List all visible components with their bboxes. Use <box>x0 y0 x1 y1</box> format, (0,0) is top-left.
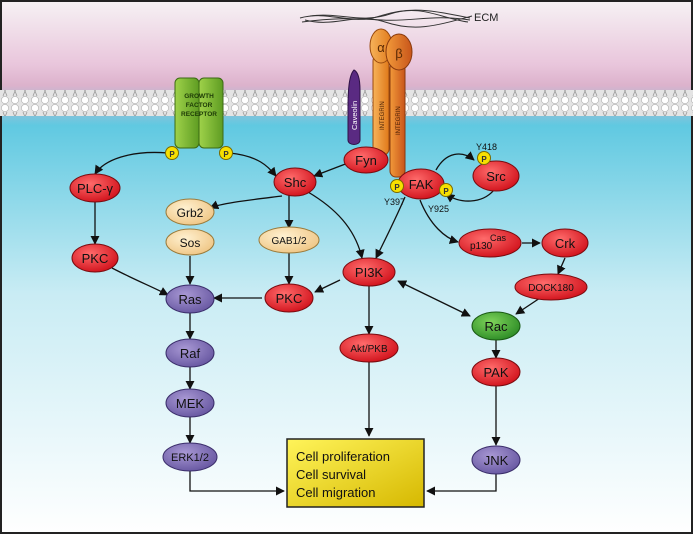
caveolin-label: Caveolin <box>350 101 359 130</box>
node-pi3k-label: PI3K <box>355 265 384 280</box>
arrow-dock-rac <box>515 297 541 315</box>
growth-factor-receptor: GROWTH FACTOR RECEPTOR <box>174 77 224 149</box>
cell-membrane <box>0 90 693 116</box>
outcome-box: Cell proliferation Cell survival Cell mi… <box>286 438 425 508</box>
arrow-pi3k-pkc <box>314 279 341 293</box>
label-y925: Y925 <box>428 204 449 214</box>
node-akt-label: Akt/PKB <box>350 344 388 355</box>
node-shc: Shc <box>273 167 317 197</box>
node-pak: PAK <box>471 357 521 387</box>
node-crk: Crk <box>541 228 589 258</box>
arrow-receptor-plcg <box>94 151 169 175</box>
label-y418: Y418 <box>476 142 497 152</box>
node-p130-label: p130 <box>470 241 493 252</box>
arrow-fyn-shc <box>313 162 349 178</box>
node-ras-label: Ras <box>178 292 202 307</box>
node-fak-label: FAK <box>409 177 434 192</box>
node-jnk: JNK <box>471 445 521 475</box>
integrin: α β INTEGRIN INTEGRIN <box>369 28 413 178</box>
node-pkc-left: PKC <box>71 243 119 273</box>
node-rac-label: Rac <box>484 319 508 334</box>
phospho-receptor-left: P <box>169 150 175 159</box>
node-akt: Akt/PKB <box>339 333 399 363</box>
arrow-erk-outcome <box>189 470 285 496</box>
arrow-jnk-outcome <box>426 474 497 496</box>
arrow-pi3k-rac <box>397 280 471 317</box>
node-raf: Raf <box>165 338 215 368</box>
caveolin: Caveolin <box>347 69 361 145</box>
arrow-src-fak <box>445 189 495 203</box>
arrow-receptor-shc <box>229 152 277 177</box>
node-ras: Ras <box>165 284 215 314</box>
node-dock-label: DOCK180 <box>528 283 574 294</box>
arrow-shc-pi3k <box>307 191 365 259</box>
gfr-label-2: FACTOR <box>186 102 213 109</box>
node-grb2: Grb2 <box>165 198 215 226</box>
node-src: Src P Y418 <box>472 142 520 192</box>
integrin-alpha-text: INTEGRIN <box>380 101 386 130</box>
node-sos: Sos <box>165 228 215 256</box>
node-plcg: PLC-γ <box>69 173 121 203</box>
outcome-migration: Cell migration <box>296 485 375 500</box>
node-fyn: Fyn <box>343 146 389 174</box>
node-pkc-left-label: PKC <box>82 251 109 266</box>
node-pi3k: PI3K <box>342 257 396 287</box>
node-src-label: Src <box>486 169 506 184</box>
ecm-label: ECM <box>474 12 498 24</box>
node-p130cas: p130 Cas <box>458 228 522 258</box>
gfr-label-1: GROWTH <box>184 93 214 100</box>
gfr-label-3: RECEPTOR <box>181 111 217 118</box>
node-dock180: DOCK180 <box>514 273 588 301</box>
node-mek-label: MEK <box>176 396 205 411</box>
node-pak-label: PAK <box>483 365 508 380</box>
node-pkc-mid-label: PKC <box>276 291 303 306</box>
integrin-alpha-label: α <box>377 40 385 55</box>
arrow-shc-grb2 <box>209 195 283 210</box>
integrin-beta-text: INTEGRIN <box>396 106 402 135</box>
label-y397: Y397 <box>384 197 405 207</box>
arrow-fak-p130 <box>419 199 459 244</box>
arrows <box>90 151 566 496</box>
node-shc-label: Shc <box>284 175 307 190</box>
phospho-y397: P <box>394 183 400 192</box>
arrow-fak-pi3k <box>375 196 406 259</box>
node-sos-label: Sos <box>180 236 201 250</box>
outcome-proliferation: Cell proliferation <box>296 449 390 464</box>
node-jnk-label: JNK <box>484 453 509 468</box>
node-erk: ERK1/2 <box>162 442 218 472</box>
node-cas-label: Cas <box>490 233 507 243</box>
phospho-sites: P P <box>165 146 233 160</box>
outcome-survival: Cell survival <box>296 467 366 482</box>
node-grb2-label: Grb2 <box>177 206 204 220</box>
node-gab: GAB1/2 <box>258 226 320 254</box>
arrow-fak-src <box>435 151 475 171</box>
node-plcg-label: PLC-γ <box>77 181 114 196</box>
node-fak: FAK P Y397 P Y925 <box>384 168 453 214</box>
node-mek: MEK <box>165 388 215 418</box>
integrin-beta-label: β <box>395 46 402 61</box>
phospho-y418: P <box>481 155 487 164</box>
arrow-pkc-ras <box>111 267 169 296</box>
phospho-y925: P <box>443 187 449 196</box>
node-erk-label: ERK1/2 <box>171 452 209 464</box>
node-pkc-mid: PKC <box>264 283 314 313</box>
node-crk-label: Crk <box>555 236 576 251</box>
node-rac: Rac <box>471 311 521 341</box>
phospho-receptor-right: P <box>223 150 229 159</box>
arrow-crk-dock <box>557 257 566 275</box>
node-fyn-label: Fyn <box>355 153 377 168</box>
node-raf-label: Raf <box>180 346 201 361</box>
ecm-fibers <box>299 9 473 28</box>
node-gab-label: GAB1/2 <box>271 236 306 247</box>
